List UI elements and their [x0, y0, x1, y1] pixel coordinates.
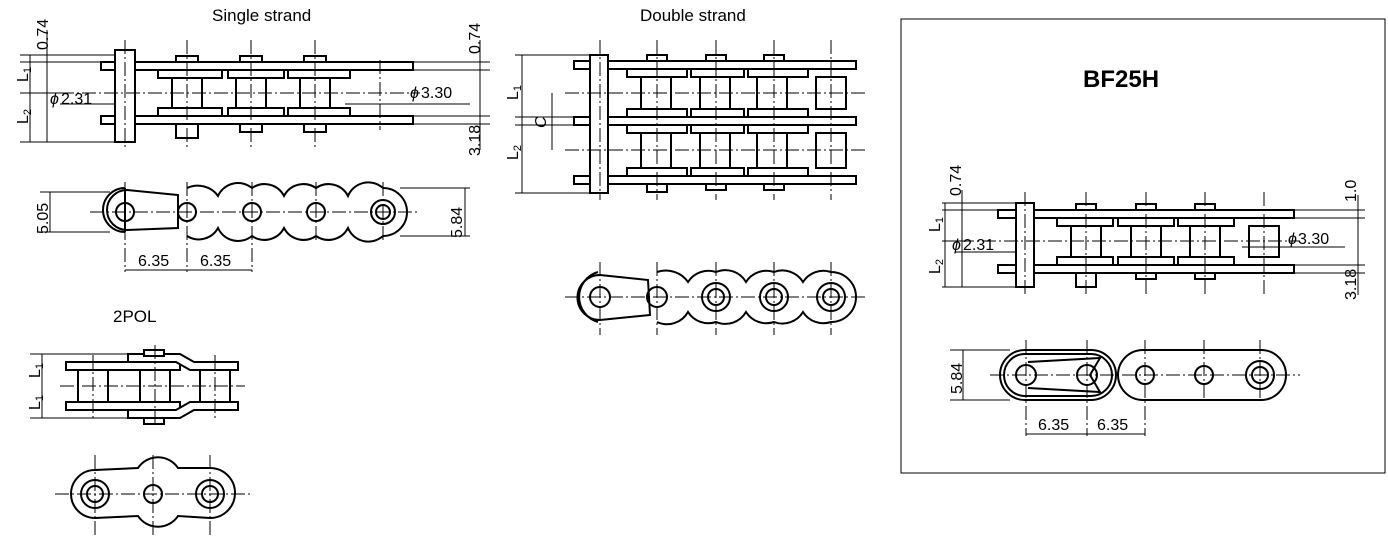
inner-plate [690, 108, 745, 118]
phi-symbol: ϕ [952, 237, 961, 254]
phi-symbol: ϕ [410, 85, 419, 102]
inner-plate [747, 124, 809, 134]
inner-plate-bottom-1 [157, 107, 223, 117]
single-strand-top-view: Single strand [15, 6, 490, 156]
dim-318: 3.18 [1343, 269, 1360, 300]
inner-plate-bottom-2 [227, 107, 285, 117]
dim-pitch-1: 6.35 [1038, 417, 1069, 434]
inner-plate-top-2 [227, 69, 285, 79]
dim-l2-symbol: L2 [15, 109, 34, 124]
dim-pitch-2: 6.35 [1097, 417, 1128, 434]
dim-pin-diameter: 2.31 [61, 91, 92, 108]
dim-pin-diameter: 2.31 [963, 237, 994, 254]
connecting-pin [589, 54, 609, 194]
dim-pitch-2: 6.35 [200, 253, 231, 270]
bf25h-title: BF25H [1083, 66, 1159, 93]
dim-318: 3.18 [467, 125, 484, 156]
inner-plate-bottom [65, 401, 181, 411]
phi-symbol: ϕ [50, 91, 59, 108]
pin-head [143, 417, 165, 425]
dim-074-left: 0.74 [35, 19, 52, 50]
inner-plate-top-1 [157, 69, 223, 79]
dim-505: 5.05 [35, 203, 52, 234]
dim-l1-symbol: L1 [15, 67, 34, 82]
dim-074-right: 0.74 [467, 23, 484, 54]
dim-roller-diameter: 3.30 [1298, 231, 1329, 248]
inner-plate-top [65, 361, 181, 371]
double-strand-title: Double strand [640, 6, 746, 25]
inner-plate [690, 68, 745, 78]
inner-plate [1056, 256, 1114, 266]
outer-plate [573, 175, 857, 185]
outer-plate-bottom [100, 115, 414, 125]
offset-link-plate [106, 188, 179, 232]
inner-plate [747, 108, 809, 118]
cranked-end [578, 271, 599, 323]
chain-plate-outline [186, 181, 408, 243]
inner-plate-bottom-3 [287, 107, 351, 117]
dim-l1-lower: L1 [27, 395, 46, 410]
dim-pitch-1: 6.35 [138, 253, 169, 270]
single-strand-side-view: 5.05 5.84 6.35 6.35 [35, 181, 470, 272]
dim-l1-upper: L1 [27, 363, 46, 378]
dim-584: 5.84 [949, 363, 966, 394]
pin-head [143, 349, 165, 357]
dim-10: 1.0 [1343, 180, 1360, 202]
pol-top-view: 2POL L1 L1 [27, 307, 245, 428]
inner-plate [747, 167, 809, 177]
phi-symbol: ϕ [1288, 231, 1297, 248]
pol-title: 2POL [113, 307, 156, 326]
bf25h-frame [900, 18, 1386, 474]
bf25h-side-view: 5.84 6.35 6.35 [949, 340, 1300, 436]
inner-plate [1056, 217, 1114, 227]
double-strand-top-view: Double strand [505, 6, 865, 200]
dim-l2-symbol: L2 [927, 259, 946, 274]
outer-plate-top [100, 61, 414, 71]
dim-l1-symbol: L1 [927, 217, 946, 232]
inner-plate [747, 68, 809, 78]
single-strand-title: Single strand [212, 6, 311, 25]
inner-plate [690, 167, 745, 177]
inner-plate [1177, 256, 1235, 266]
dim-074: 0.74 [948, 165, 965, 196]
dim-c-symbol: C [533, 116, 550, 128]
double-strand-side-view [565, 262, 865, 335]
dim-roller-diameter: 3.30 [421, 85, 452, 102]
inner-plate [1177, 217, 1235, 227]
dim-l2-symbol: L2 [505, 145, 524, 160]
inner-plate [690, 124, 745, 134]
dim-l1-symbol: L1 [505, 85, 524, 100]
pol-side-view [55, 455, 250, 535]
center-plate [573, 116, 857, 126]
outer-plate [573, 60, 857, 70]
dim-584: 5.84 [449, 207, 466, 238]
bf25h-top-view: 0.74 L1 L2 ϕ 2.31 ϕ 3.30 1.0 3.18 [927, 165, 1365, 300]
inner-plate-top-3 [287, 69, 351, 79]
